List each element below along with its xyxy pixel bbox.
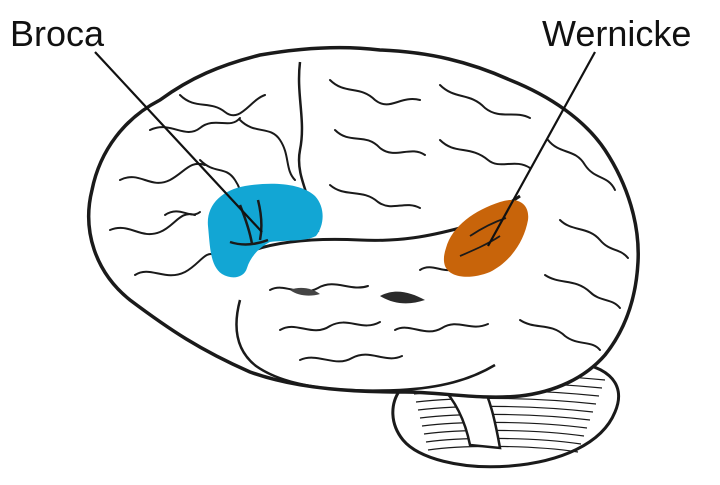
temporal-lobe-outline [235, 299, 496, 392]
gyrus-line [109, 213, 196, 235]
gyrus-line [179, 94, 266, 117]
gyrus-line [559, 219, 629, 259]
gyrus-line [439, 84, 531, 119]
cerebellum-folia-line [425, 437, 582, 445]
gyri-lines [109, 79, 629, 363]
cerebellum-folia-line [427, 445, 579, 453]
cerebrum-outline [87, 45, 640, 399]
cerebellum-folia-line [421, 421, 588, 429]
gyrus-line [279, 321, 381, 332]
broca-area [207, 183, 323, 278]
gyrus-line [334, 129, 426, 156]
gyrus-line [547, 139, 616, 191]
cerebellum-folia-line [423, 429, 585, 437]
cerebellum-folia-line [417, 405, 594, 413]
gyrus-line [519, 319, 601, 351]
gyrus-line [239, 119, 296, 181]
gyrus-line [439, 139, 531, 169]
broca-leader-line [94, 51, 263, 233]
wernicke-leader-line [487, 51, 596, 247]
gyrus-line [299, 353, 403, 363]
fissure-shadow [380, 291, 425, 304]
gyrus-line [329, 79, 421, 106]
gyrus-line [134, 252, 216, 277]
fissure-shadow-2 [290, 287, 320, 296]
gyrus-line [329, 184, 421, 209]
gyrus-line [544, 274, 621, 309]
gyrus-line [394, 323, 489, 333]
gyrus-line [164, 210, 201, 216]
cerebellum-folia-line [419, 413, 591, 421]
gyrus-line [269, 283, 369, 293]
gyrus-line [119, 162, 206, 184]
wernicke-label: Wernicke [542, 13, 692, 54]
wernicke-area [443, 200, 529, 277]
broca-label: Broca [10, 13, 105, 54]
